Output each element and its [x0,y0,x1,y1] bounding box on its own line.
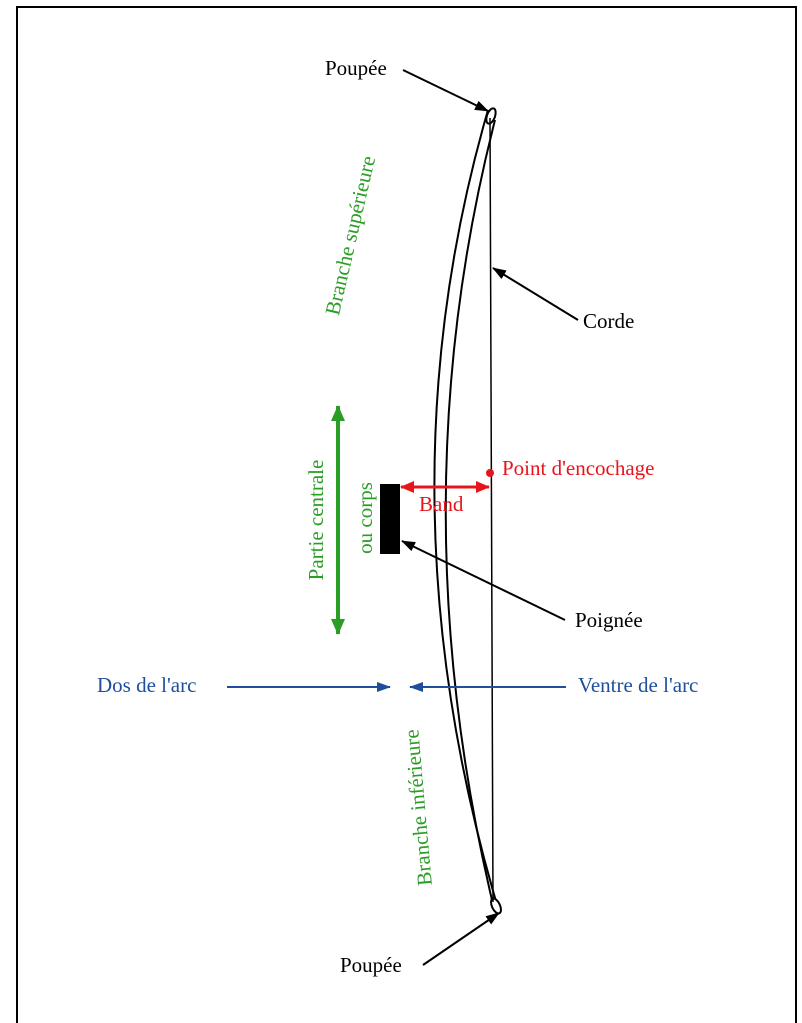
belly-label: Ventre de l'arc [578,673,698,697]
riser-label-line2: ou corps [353,482,377,554]
bow-belly-outline [444,119,496,901]
top-tip-label: Poupée [325,56,387,80]
figure-frame [16,6,797,1023]
bottom-tip-label: Poupée [340,953,402,977]
top-tip-arrow [402,69,489,112]
bottom-tip-arrow [422,912,500,966]
nock-point-label: Point d'encochage [502,456,655,480]
string-label: Corde [583,309,634,333]
string-arrow [492,267,579,321]
nock-point-dot [486,469,494,477]
back-label: Dos de l'arc [97,673,196,697]
upper-tip [485,107,497,125]
upper-limb-label: Branche supérieure [320,153,380,317]
lower-tip [490,897,502,915]
riser-label-line1: Partie centrale [304,460,328,581]
grip-block [380,484,400,554]
bow-back-outline [433,109,499,909]
bow-string [489,117,494,903]
grip-arrow [401,540,566,621]
brace-height-label: Band [419,492,464,516]
grip-label: Poignée [575,608,643,632]
lower-limb-label: Branche inférieure [399,728,437,886]
